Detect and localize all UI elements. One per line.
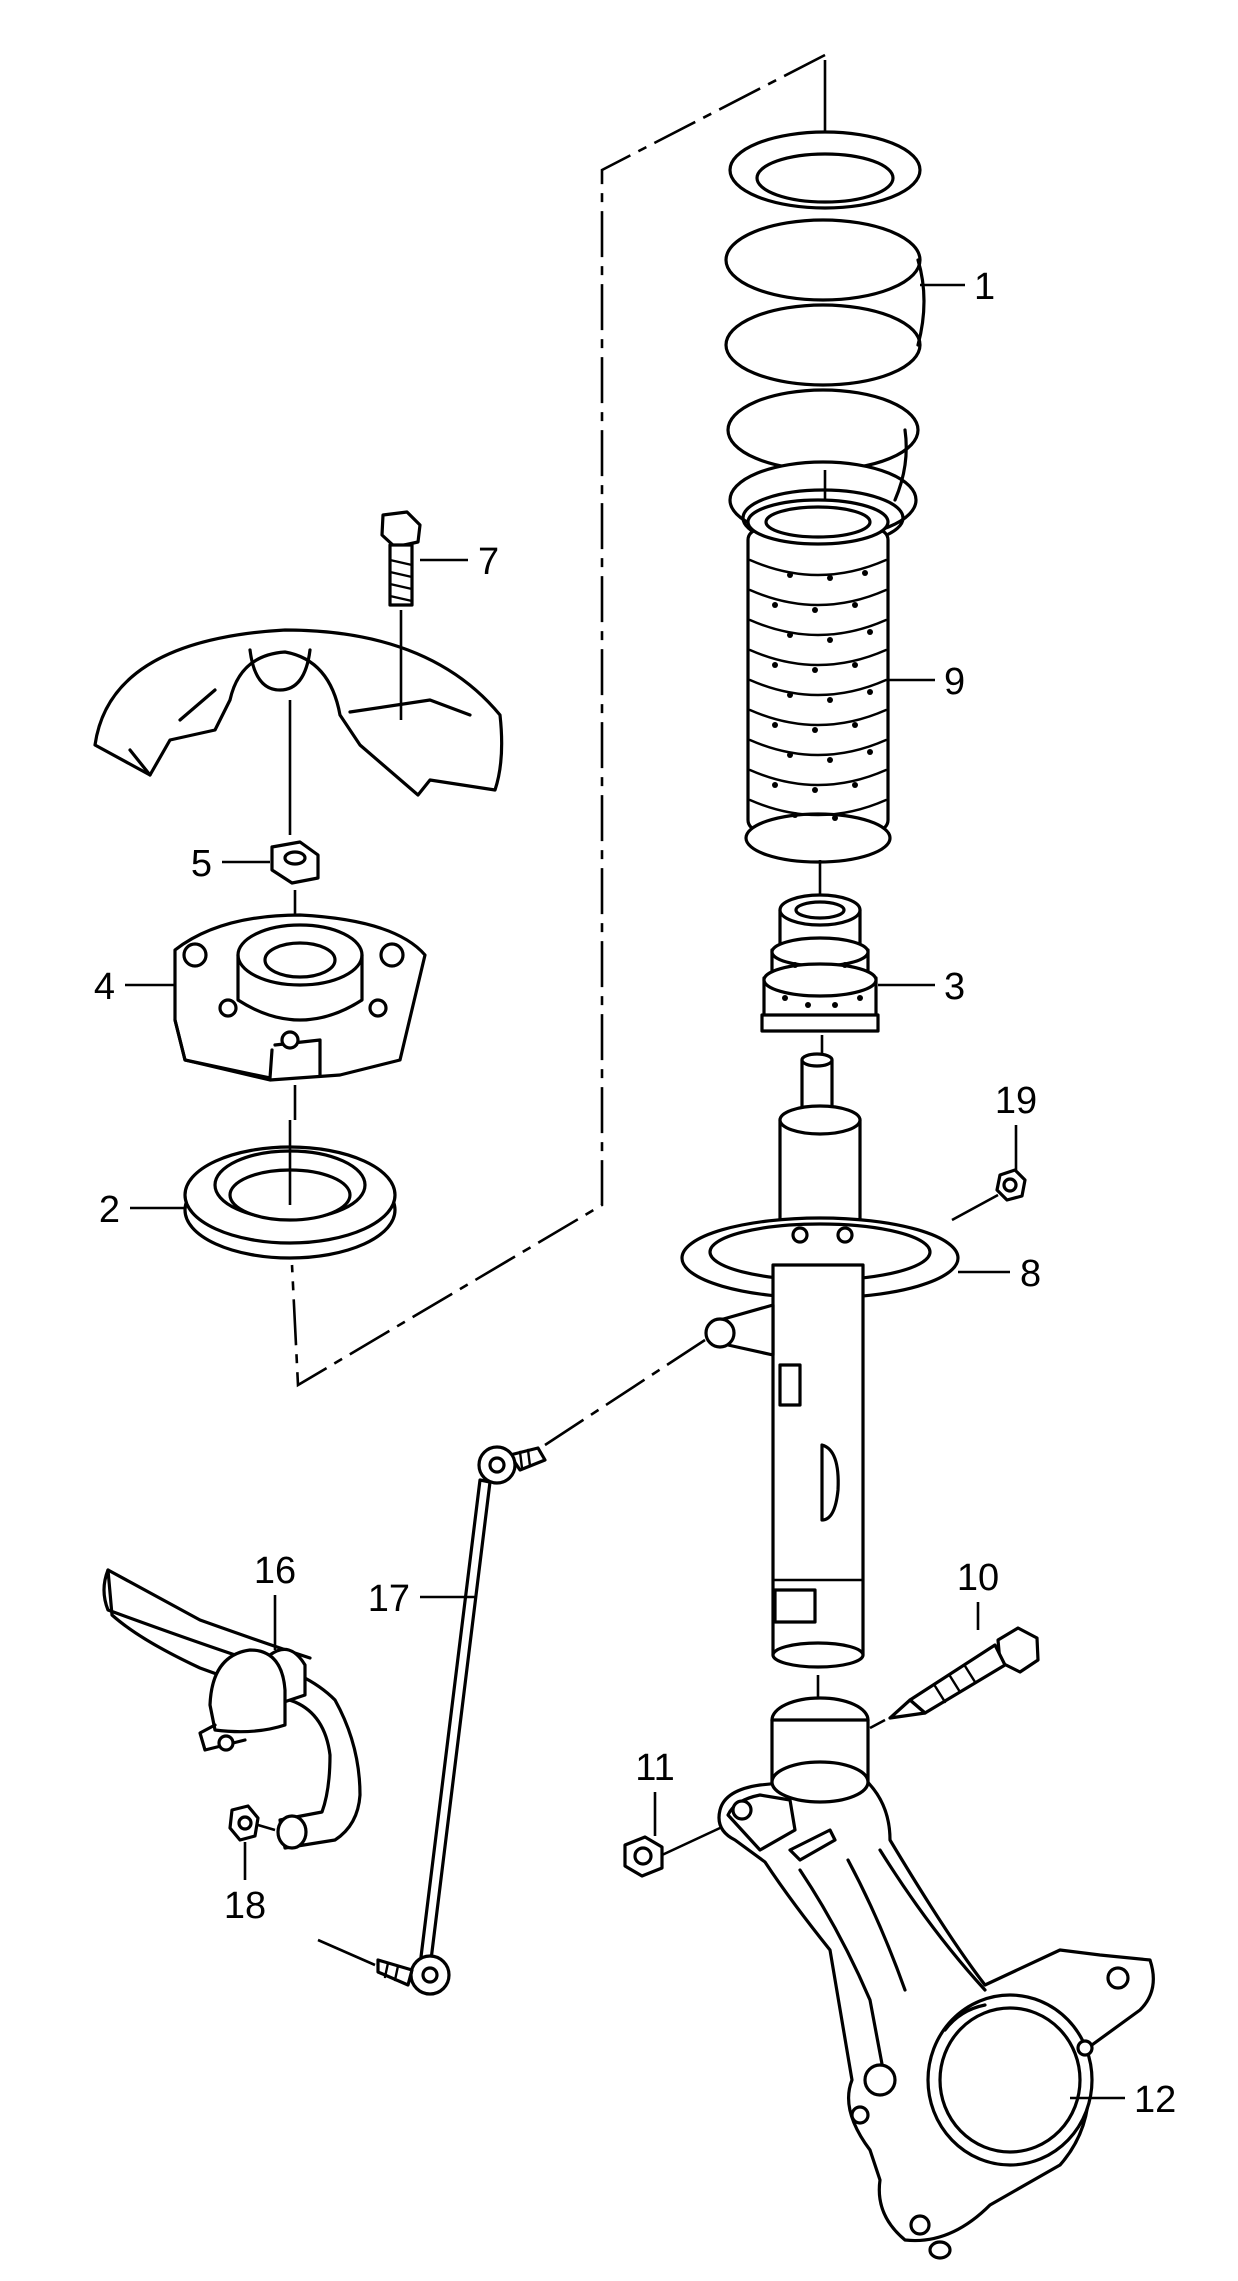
bolt-10 — [869, 1626, 1040, 1730]
callout-7: 7 — [478, 541, 499, 583]
stabilizer-bar — [102, 1568, 362, 1850]
wheel-bearing-housing — [717, 1696, 1155, 2260]
callout-17: 17 — [368, 1578, 410, 1620]
callout-3: 3 — [944, 966, 965, 1008]
assembly-boundary — [290, 53, 826, 1388]
nut-5 — [270, 840, 320, 930]
spring-seat-shield — [93, 628, 504, 835]
callout-12: 12 — [1134, 2079, 1176, 2121]
bearing — [183, 1120, 397, 1260]
callout-4: 4 — [94, 966, 115, 1008]
coupling-rod — [317, 1338, 706, 1996]
callout-leaders — [125, 283, 1125, 2100]
callout-16: 16 — [254, 1550, 296, 1592]
callout-5: 5 — [191, 843, 212, 885]
callout-10: 10 — [957, 1557, 999, 1599]
callout-19: 19 — [995, 1080, 1037, 1122]
callout-labels: 1 2 3 4 5 7 8 9 10 11 12 16 17 18 19 — [94, 266, 1176, 2121]
nut-11 — [623, 1826, 721, 1878]
protective-boot — [744, 470, 892, 864]
callout-11: 11 — [635, 1747, 674, 1789]
nut-19 — [951, 1168, 1027, 1222]
strut-mount — [173, 913, 427, 1120]
callout-9: 9 — [944, 661, 965, 703]
bump-stop — [760, 860, 880, 1058]
callout-18: 18 — [224, 1885, 266, 1927]
nut-18 — [228, 1804, 276, 1842]
callout-8: 8 — [1020, 1253, 1041, 1295]
shock-absorber — [680, 1052, 960, 1700]
callout-2: 2 — [99, 1189, 120, 1231]
callout-1: 1 — [974, 266, 995, 308]
bolt-7 — [380, 510, 422, 720]
